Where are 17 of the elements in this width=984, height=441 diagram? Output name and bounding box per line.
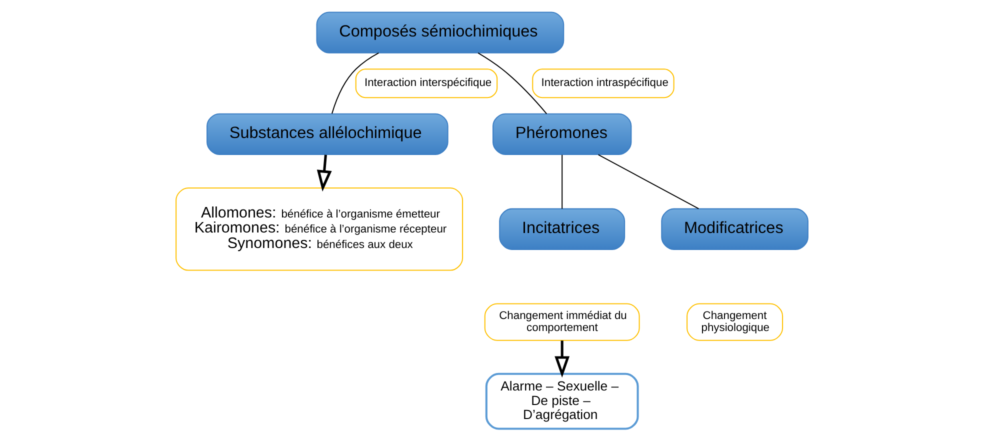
node-box: Composés sémiochimiques <box>316 12 564 54</box>
connector <box>332 52 379 114</box>
node-box: Substances allélochimique <box>206 113 448 155</box>
edge-label: Interaction intraspécifique <box>541 77 668 90</box>
node-box: Changement physiologique <box>686 303 784 341</box>
edge-label: Interaction interspécifique <box>364 77 492 90</box>
connector <box>478 52 548 114</box>
arrow <box>316 154 332 192</box>
node-box: Allomones: bénéfice à l’organisme émetteur Kairomones: bénéfice à l’organisme récepteur Synomones: bénéfices aux deux <box>176 187 464 271</box>
connector <box>562 154 563 209</box>
connector <box>598 154 699 210</box>
node-box: Phéromones <box>492 113 632 155</box>
node-box: Modificatrices <box>661 208 808 250</box>
arrow <box>554 340 570 378</box>
node-box: Incitatrices <box>499 208 626 250</box>
node-box: Changement immédiat du comportement <box>484 303 640 341</box>
node-box: Alarme – Sexuelle – De piste – D’agrégation <box>485 372 639 430</box>
